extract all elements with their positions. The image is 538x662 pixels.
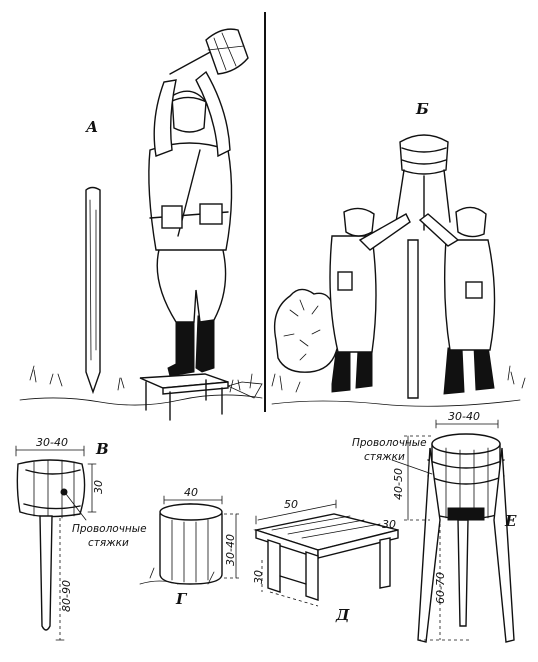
label-d: Д [335, 606, 350, 624]
dim-driver-top-width: 30-40 [448, 410, 480, 423]
note-wire-ties-mallet-1: Проволочные [72, 523, 147, 535]
dim-stand-depth: 30 [382, 518, 396, 531]
dim-mallet-head-width: 30-40 [36, 436, 68, 449]
label-v: В [95, 440, 109, 458]
dim-driver-head-height: 40-50 [392, 468, 405, 500]
note-wire-ties-mallet-2: стяжки [88, 537, 129, 549]
detail-g-block [139, 495, 240, 585]
scene-a-hammering [19, 28, 263, 421]
note-wire-ties-driver-1: Проволочные [352, 437, 427, 449]
dim-driver-leg-length: 60-70 [434, 572, 447, 604]
dim-block-width: 40 [184, 486, 198, 499]
label-a: А [85, 118, 98, 136]
dim-block-height: 30-40 [224, 534, 237, 566]
dim-stand-height: 30 [252, 570, 265, 584]
label-b: Б [415, 100, 429, 118]
scene-b-pile-driver [271, 134, 526, 407]
dim-mallet-head-height: 30 [92, 480, 105, 494]
detail-e-pile-driver [391, 419, 515, 643]
detail-v-mallet [15, 445, 97, 641]
dim-stand-length: 50 [284, 498, 298, 511]
dim-mallet-handle-length: 80-90 [60, 580, 73, 612]
detail-d-stand [253, 499, 399, 607]
note-wire-ties-driver-2: стяжки [364, 451, 405, 463]
label-g: Г [175, 590, 188, 608]
label-e: Е [504, 512, 517, 530]
